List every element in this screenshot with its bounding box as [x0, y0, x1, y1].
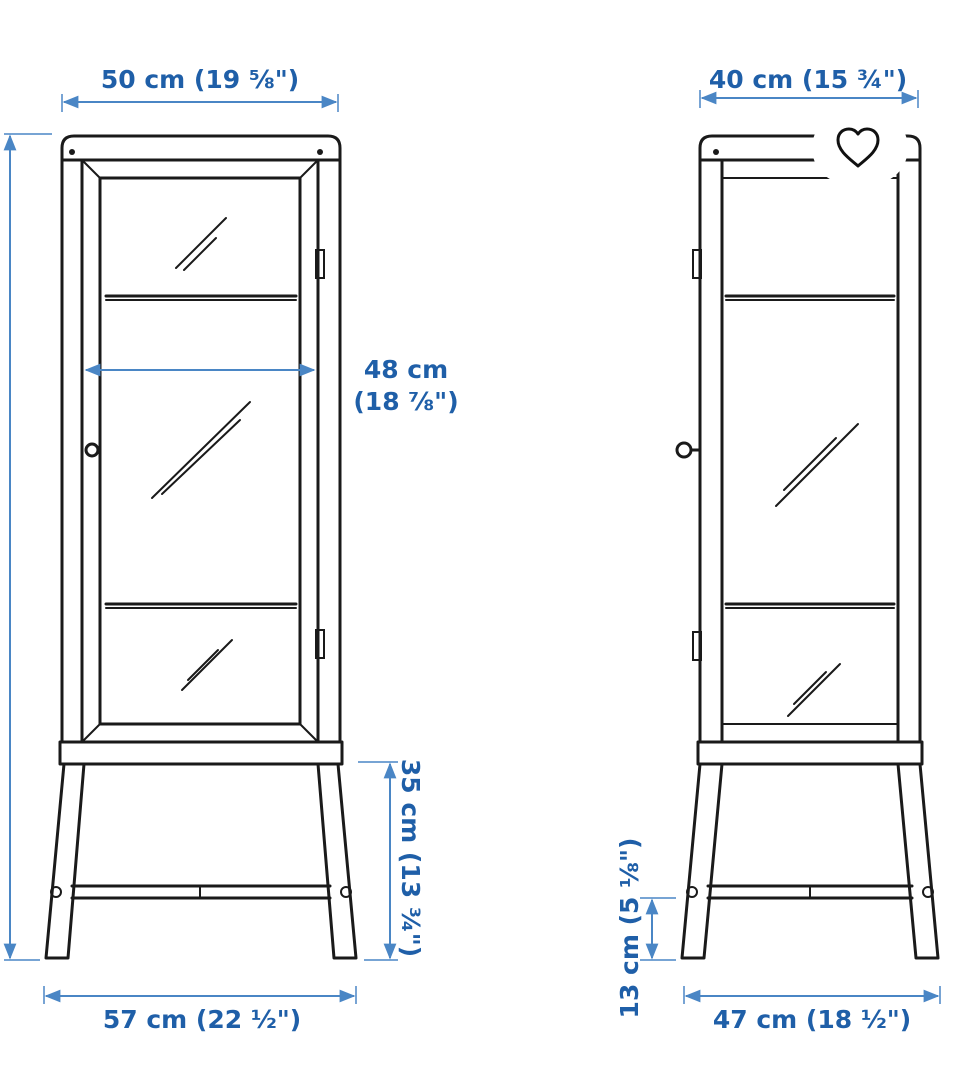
leg-height-label: 35 cm (13 ¾"): [396, 759, 425, 957]
side-glass-panel: [721, 177, 899, 725]
inner-width-cm-label: 48 cm: [364, 355, 448, 384]
side-top-cap: [698, 134, 922, 162]
front-leg-right: [316, 762, 358, 960]
front-hinge-top: [315, 249, 325, 279]
foot-height-label: 13 cm (5 ⅛"): [615, 838, 644, 1019]
front-base-rail: [58, 740, 344, 766]
side-hinge-bottom: [692, 631, 702, 661]
side-leg-right: [896, 762, 940, 960]
front-view: [44, 134, 358, 960]
dimension-lines: [3, 90, 941, 1004]
dimension-labels: 50 cm (19 ⅝") 40 cm (15 ¾") 48 cm (18 ⅞"…: [101, 65, 911, 1034]
favorite-button[interactable]: [812, 112, 908, 184]
inner-width-in-label: (18 ⅞"): [353, 387, 458, 416]
front-leg-left: [44, 762, 86, 960]
front-base-width-label: 57 cm (22 ½"): [103, 1005, 301, 1034]
side-key: [675, 441, 693, 459]
front-hinge-bottom: [315, 629, 325, 659]
heart-icon[interactable]: [836, 127, 880, 168]
front-width-label: 50 cm (19 ⅝"): [101, 65, 299, 94]
side-base-rail: [696, 740, 924, 766]
side-width-label: 40 cm (15 ¾"): [709, 65, 907, 94]
favorite-button-background[interactable]: [812, 112, 908, 184]
front-top-cap: [60, 134, 342, 162]
side-hinge-top: [692, 249, 702, 279]
front-glass-panel: [98, 176, 302, 726]
front-lock: [84, 442, 100, 458]
side-leg-left: [680, 762, 724, 960]
side-base-width-label: 47 cm (18 ½"): [713, 1005, 911, 1034]
side-view: [675, 134, 940, 960]
